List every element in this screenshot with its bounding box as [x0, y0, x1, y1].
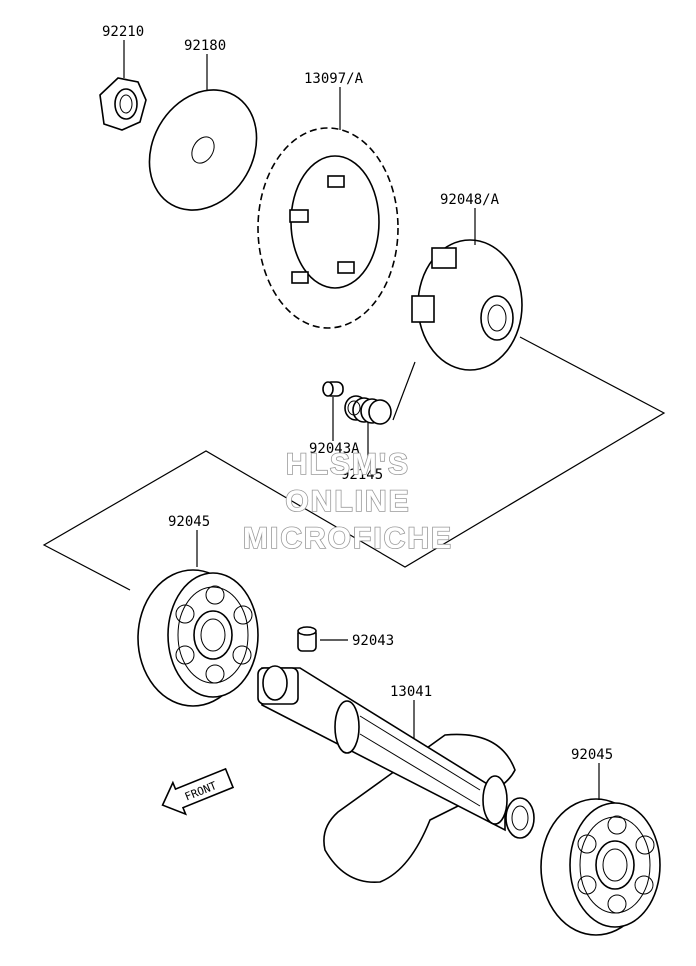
- label-92045-top: 92045: [168, 514, 210, 530]
- assembly-outline: [42, 336, 666, 591]
- nut-92210[interactable]: [99, 77, 147, 131]
- spring-link: [392, 361, 416, 421]
- label-92048: 92048/A: [440, 192, 500, 208]
- label-13041: 13041: [390, 684, 432, 700]
- label-13097: 13097/A: [304, 71, 364, 87]
- label-92145: 92145: [341, 467, 383, 483]
- bearing-92045-top[interactable]: [137, 569, 259, 707]
- label-92043: 92043: [352, 633, 394, 649]
- watermark-line-3: MICROFICHE: [243, 522, 453, 555]
- label-92210: 92210: [102, 24, 144, 40]
- pin-92043[interactable]: [297, 626, 317, 652]
- watermark-line-1: HLSM'S: [286, 448, 410, 481]
- front-direction-arrow: FRONT: [161, 767, 235, 816]
- label-92043A: 92043A: [309, 441, 360, 457]
- watermark: HLSM'S ONLINE MICROFICHE: [242, 447, 453, 556]
- pin-92043A[interactable]: [322, 381, 344, 397]
- bearing-92045-bottom[interactable]: [540, 798, 661, 936]
- gear-13097[interactable]: [257, 127, 399, 329]
- cam-92048[interactable]: [411, 239, 523, 371]
- watermark-line-2: ONLINE: [285, 485, 410, 518]
- spring-92145[interactable]: [344, 395, 392, 425]
- balancer-shaft-13041[interactable]: [257, 665, 535, 883]
- washer-92180[interactable]: [128, 70, 278, 229]
- label-92180: 92180: [184, 38, 226, 54]
- label-92045-bottom: 92045: [571, 747, 613, 763]
